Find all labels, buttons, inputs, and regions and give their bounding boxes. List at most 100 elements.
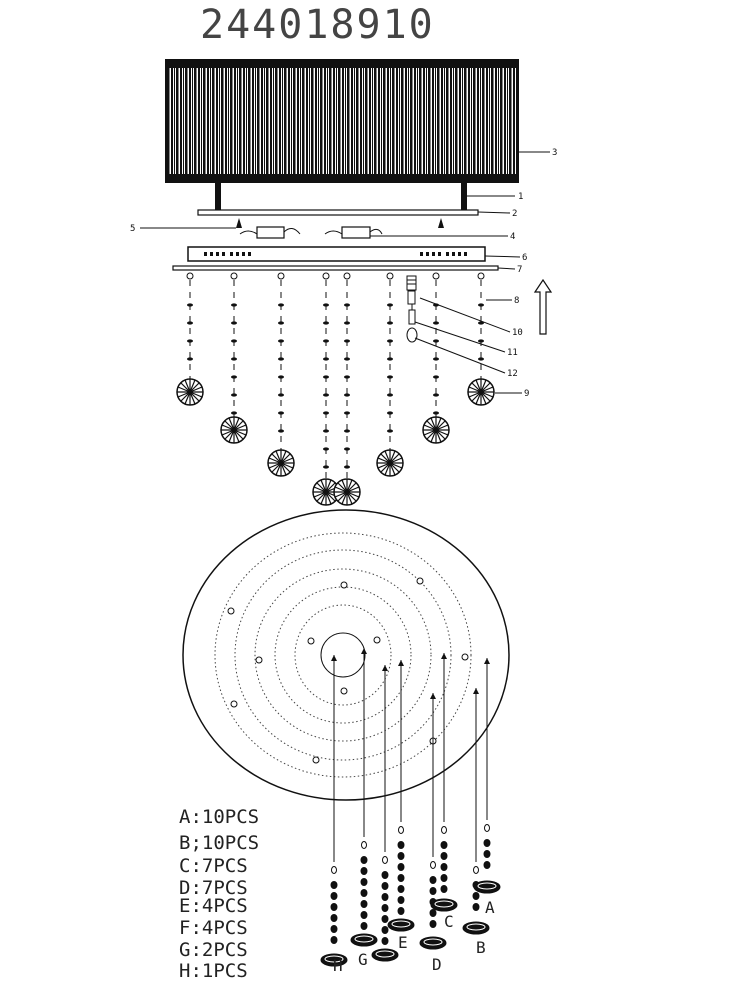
strand-bead [278,321,284,325]
pcs-f: F:4PCS [179,917,248,939]
rod-arrow [484,658,490,664]
strand-bead [231,357,237,361]
strand-bead [278,303,284,307]
chain-bead [360,889,368,897]
chain-bead [472,903,480,911]
chain-bead [330,881,338,889]
shade-leg-left [215,182,221,212]
strand-bead [323,321,329,325]
bulb-socket [406,275,418,343]
strand-bead [387,411,393,415]
strand-bead [433,393,439,397]
strand-bead [231,411,237,415]
strand-bead [323,447,329,451]
strand-bead [387,357,393,361]
strand-bead [231,339,237,343]
callout-2: 2 [512,209,517,219]
chain-bead [483,850,491,858]
crystal-pendant [176,378,204,406]
strand-bead [433,411,439,415]
chain-bead [483,839,491,847]
rod-loop [382,856,388,864]
letter-g: G [358,950,368,969]
strand-hook [186,272,194,280]
chain-bead [440,841,448,849]
crystal-pendant [333,478,361,506]
strand-bead [344,357,350,361]
strand-bead [478,357,484,361]
strand-bead [344,375,350,379]
callout-12: 12 [507,369,518,379]
strand-bead [278,339,284,343]
crystal-pendant [267,449,295,477]
chain-bead [429,887,437,895]
pendant-strands [176,272,495,506]
rod-loop [398,826,404,834]
strand-bead [478,321,484,325]
strand-bead [323,303,329,307]
strand-bead [344,411,350,415]
chain-bead [330,936,338,944]
strand-bead [231,321,237,325]
strand-bead [278,411,284,415]
up-arrow [533,278,553,335]
chain-bead [381,871,389,879]
chain-bead [381,926,389,934]
strand-bead [323,411,329,415]
strand-hook [322,272,330,280]
crystal-disc-facet [477,882,497,890]
strand-bead [344,447,350,451]
screw-right [438,218,444,228]
pcs-h: H:1PCS [179,960,248,982]
strand-bead [323,429,329,433]
rod-loop [484,824,490,832]
chain-bead [397,841,405,849]
strand-bead [231,375,237,379]
letter-e: E [398,933,408,952]
strand-bead [387,303,393,307]
pcs-a: A:10PCS [179,806,260,828]
strand-bead [344,321,350,325]
strand-bead [323,339,329,343]
strand-hook [343,272,351,280]
chain-bead [381,882,389,890]
chain-bead [472,892,480,900]
strand-bead [323,465,329,469]
chain-bead [330,892,338,900]
strand-bead [478,339,484,343]
callout-11: 11 [507,348,518,358]
callout-5: 5 [130,224,135,234]
strand-bead [278,375,284,379]
crystal-disc-facet [375,950,395,958]
strand-bead [187,339,193,343]
rod-loop [331,866,337,874]
crystal-pendant [422,416,450,444]
chain-bead [397,907,405,915]
callout-7: 7 [517,265,522,275]
callout-10: 10 [512,328,523,338]
strand-hook [230,272,238,280]
strand-hook [477,272,485,280]
chain-bead [381,904,389,912]
rod-loop [361,841,367,849]
pcs-b: B;10PCS [179,832,260,854]
base-plate [172,265,499,271]
strand-bead [278,357,284,361]
letter-a: A [485,898,495,917]
leader-lines [140,151,550,394]
strand-hook [432,272,440,280]
chain-bead [397,885,405,893]
chain-bead [381,915,389,923]
chain-bead [397,896,405,904]
crystal-disc-facet [466,923,486,931]
letter-b: B [476,938,486,957]
rod-arrow [430,693,436,699]
callout-4: 4 [510,232,515,242]
pcs-g: G:2PCS [179,939,248,961]
rod-arrow [398,660,404,666]
strand-bead [433,321,439,325]
strand-bead [231,303,237,307]
rod-loop [441,826,447,834]
strand-bead [387,375,393,379]
